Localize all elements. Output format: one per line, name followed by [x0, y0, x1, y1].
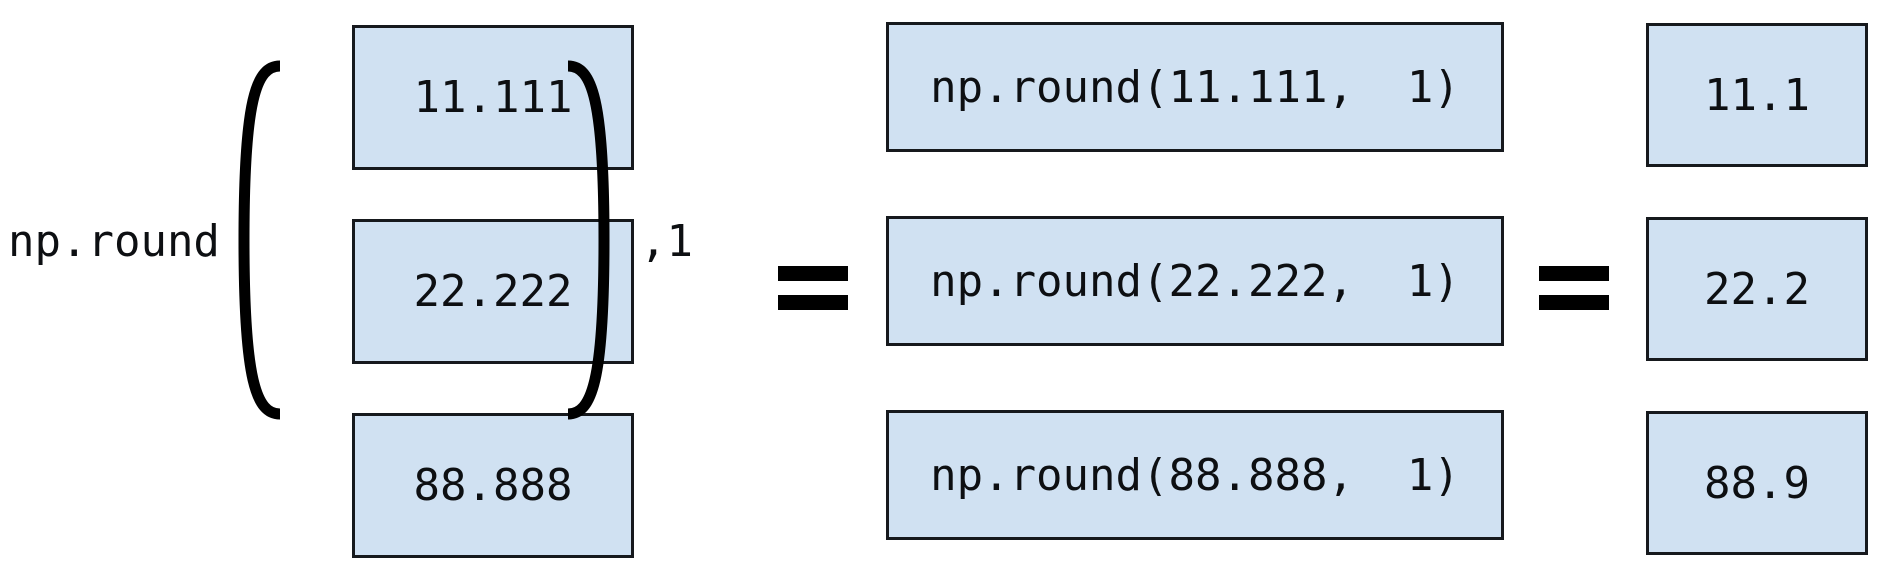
equals-sign-2 [1539, 266, 1609, 310]
decimals-argument: ,1 [640, 216, 693, 267]
output-cell-0: 11.1 [1646, 23, 1868, 167]
equals-bar-top [1539, 266, 1609, 281]
expression-cell-1: np.round(22.222, 1) [886, 216, 1504, 346]
open-paren-icon [236, 60, 282, 420]
equals-sign-1 [778, 266, 848, 310]
expression-cell-0: np.round(11.111, 1) [886, 22, 1504, 152]
equals-bar-bottom [778, 295, 848, 310]
output-cell-1: 22.2 [1646, 217, 1868, 361]
output-cell-2: 88.9 [1646, 411, 1868, 555]
equals-bar-top [778, 266, 848, 281]
input-cell-1: 22.222 [352, 219, 634, 364]
close-paren-icon [566, 60, 612, 420]
equals-bar-bottom [1539, 295, 1609, 310]
input-cell-2: 88.888 [352, 413, 634, 558]
function-label: np.round [8, 216, 220, 267]
input-cell-0: 11.111 [352, 25, 634, 170]
expression-cell-2: np.round(88.888, 1) [886, 410, 1504, 540]
